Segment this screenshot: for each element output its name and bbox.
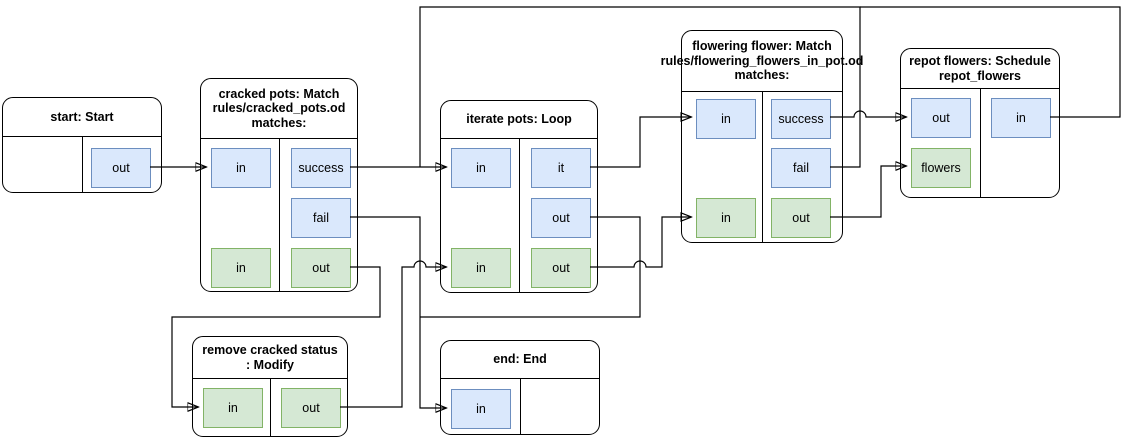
title-line: repot flowers: Schedule (909, 54, 1051, 68)
node-end-title: end: End (441, 341, 599, 379)
column-divider (519, 138, 520, 292)
port-iterate-out[interactable]: out (531, 198, 591, 238)
port-iterate-it[interactable]: it (531, 148, 591, 188)
port-flowering-success[interactable]: success (771, 99, 831, 139)
title-line: rules/flowering_flowers_in_pot.od (660, 53, 864, 68)
node-cracked-pots-title: cracked pots: Match rules/cracked_pots.o… (201, 79, 357, 139)
column-divider (980, 88, 981, 197)
column-divider (82, 136, 83, 192)
port-cracked-success[interactable]: success (291, 148, 351, 188)
edge-iterate-it__flowering-in[interactable] (590, 117, 691, 168)
node-remove-cracked-status[interactable]: remove cracked status : Modify in out (192, 336, 348, 437)
title-line: end: End (493, 352, 547, 367)
node-iterate-pots-title: iterate pots: Loop (441, 101, 597, 139)
node-start[interactable]: start: Start out (2, 97, 162, 193)
port-flowering-fail[interactable]: fail (771, 148, 831, 188)
port-remove-out[interactable]: out (281, 388, 341, 428)
title-line: start: Start (50, 109, 114, 124)
port-iterate-out-green[interactable]: out (531, 248, 591, 288)
port-cracked-in-green[interactable]: in (211, 248, 271, 288)
title-line: repot_flowers (939, 68, 1021, 83)
node-flowering-flower-title: flowering flower: Match rules/flowering_… (661, 31, 863, 92)
title-line: matches: (734, 68, 790, 83)
column-divider (270, 378, 271, 436)
node-end[interactable]: end: End in (440, 340, 600, 435)
port-repot-in[interactable]: in (991, 98, 1051, 138)
node-iterate-pots[interactable]: iterate pots: Loop in it out in out (440, 100, 598, 293)
node-repot-flowers-title: repot flowers: Schedule repot_flowers (901, 49, 1059, 89)
title-line: rules/cracked_pots.od (212, 101, 346, 116)
port-iterate-in-green[interactable]: in (451, 248, 511, 288)
port-iterate-in[interactable]: in (451, 148, 511, 188)
port-cracked-fail[interactable]: fail (291, 198, 351, 238)
edge-cracked-fail__end-in[interactable] (350, 216, 446, 408)
column-divider (520, 378, 521, 434)
port-flowering-in[interactable]: in (696, 99, 756, 139)
port-start-out[interactable]: out (91, 148, 151, 188)
column-divider (762, 91, 763, 242)
port-repot-flowers[interactable]: flowers (911, 148, 971, 188)
node-flowering-flower[interactable]: flowering flower: Match rules/flowering_… (661, 30, 863, 243)
port-repot-out[interactable]: out (911, 98, 971, 138)
node-cracked-pots[interactable]: cracked pots: Match rules/cracked_pots.o… (200, 78, 358, 292)
port-remove-in[interactable]: in (203, 388, 263, 428)
port-cracked-in[interactable]: in (211, 148, 271, 188)
port-flowering-out[interactable]: out (771, 198, 831, 238)
port-cracked-out[interactable]: out (291, 248, 351, 288)
title-line: cracked pots: Match (218, 86, 340, 101)
title-line: : Modify (246, 357, 294, 372)
edge-iterate-out-green__flowering-in-green[interactable] (590, 217, 691, 268)
title-line: flowering flower: Match (692, 39, 832, 54)
port-end-in[interactable]: in (451, 389, 511, 429)
column-divider (279, 138, 280, 291)
title-line: remove cracked status (202, 343, 338, 357)
title-line: matches: (251, 115, 307, 130)
node-remove-cracked-status-title: remove cracked status : Modify (193, 337, 347, 379)
node-start-title: start: Start (3, 98, 161, 137)
port-flowering-in-green[interactable]: in (696, 198, 756, 238)
title-line: iterate pots: Loop (466, 112, 572, 127)
node-repot-flowers[interactable]: repot flowers: Schedule repot_flowers ou… (900, 48, 1060, 198)
